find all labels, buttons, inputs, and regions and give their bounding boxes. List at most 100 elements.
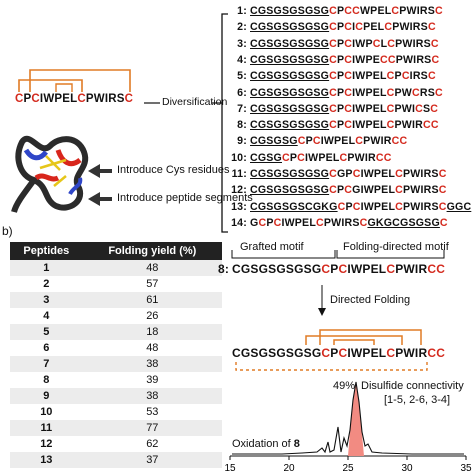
variant-row: 7:CGSGSGSGSGCPCIWPELCPWICSC <box>230 101 438 117</box>
yield-cell: 48 <box>82 340 222 356</box>
variant-segment: PW <box>394 86 412 99</box>
variant-segment: C <box>329 168 337 180</box>
variant-segment: C <box>395 168 403 180</box>
variant-segment: C <box>439 216 448 229</box>
variant-number: 9: <box>237 135 247 148</box>
variant-segment: C <box>352 168 361 180</box>
folded-sequence: CGSGSGSGSGCPCIWPELCPWIRCC <box>232 346 445 360</box>
peptide8-segment: C <box>427 262 437 276</box>
variant-segment: C <box>297 151 305 164</box>
variant-segment: P <box>336 53 345 66</box>
variant-segment: C <box>316 216 324 229</box>
variant-segment: C <box>359 216 368 229</box>
template-residue: P <box>54 93 63 105</box>
template-residue: R <box>108 93 117 105</box>
variant-segment: C <box>297 135 306 148</box>
peptide8-sequence: CGSGSGSGSGCPCIWPELCPWIRCC <box>232 262 445 276</box>
variant-segment: PWIR <box>394 119 423 132</box>
folded-segment: C <box>338 346 348 360</box>
variant-segment: IRS <box>409 70 428 83</box>
variant-segment: IWPEL <box>352 102 387 115</box>
variant-segment: C <box>384 21 393 34</box>
peptide8-segment: P <box>330 262 339 276</box>
x-tick-label: 15 <box>224 463 236 474</box>
variant-segment: PWIRS <box>402 200 439 213</box>
variant-segment: C <box>395 200 403 213</box>
variant-segment: I <box>352 21 356 34</box>
peptide8-segment: IWPEL <box>347 262 387 276</box>
variant-segment: CGSGSGSGSG <box>250 5 330 17</box>
variant-number: 7: <box>237 102 247 115</box>
variant-segment: CGSGSGSGSG <box>250 86 330 99</box>
peptide8-segment: C <box>436 262 446 276</box>
variant-segment: C <box>434 5 443 17</box>
variant-segment: C <box>430 37 439 50</box>
template-residue: W <box>43 93 55 105</box>
variant-number: 1: <box>237 5 247 17</box>
yield-cell: 38 <box>82 388 222 404</box>
variant-segment: P <box>336 37 345 50</box>
variant-segment: PWIRS <box>392 21 428 34</box>
variant-row: 2:CGSGSGSGSGCPCICPELCPWIRSC <box>230 19 436 35</box>
variant-number: 3: <box>237 37 247 50</box>
variant-segment: C <box>329 119 337 132</box>
variant-segment: C <box>391 135 400 148</box>
variant-segment: C <box>355 135 364 148</box>
peptide-cell: 5 <box>10 324 83 340</box>
peptide-cell: 9 <box>10 388 83 404</box>
folded-segment: C <box>321 346 331 360</box>
variant-segment: IWPEL <box>352 70 387 83</box>
directed-folding-label: Directed Folding <box>330 294 411 306</box>
variant-segment: C <box>344 5 353 17</box>
variant-segment: C <box>312 135 321 148</box>
variant-segment: L <box>380 37 388 50</box>
template-bracket-graphic <box>11 13 228 233</box>
variant-segment: P <box>336 70 345 83</box>
variant-segment: C <box>329 70 337 83</box>
variant-segment: C <box>344 102 353 115</box>
yield-cell: 26 <box>82 308 222 324</box>
variant-segment: C <box>386 86 395 99</box>
variant-row: 12:CGSGSGSGSGCPCGIWPELCPWIRSC <box>230 182 447 198</box>
folded-segment: IWPEL <box>347 346 387 360</box>
variant-segment: IWPEL <box>352 119 387 132</box>
folded-peptide-icon <box>11 135 89 213</box>
template-residue: S <box>116 93 125 105</box>
variant-row: 10:CGSGCPCIWPELCPWIRCC <box>230 150 392 166</box>
variant-row: 9:CGSGSGCPCIWPELCPWIRCC <box>230 133 407 149</box>
variant-segment: CGSGSGS <box>250 200 305 213</box>
grafted-motif-label: Grafted motif <box>240 241 304 253</box>
variant-number: 10: <box>231 151 247 164</box>
variant-row: 6:CGSGSGSGSGCPCIWPELCPWCRSC <box>230 85 443 101</box>
variant-segment: C <box>427 70 436 83</box>
variant-segment: PWIRS <box>399 5 435 17</box>
yield-cell: 48 <box>82 260 222 276</box>
folded-segment: C <box>427 346 437 360</box>
variant-segment: CGSGSGSGSG <box>250 53 330 66</box>
variant-segment: CGSGSGSGSG <box>250 21 330 34</box>
variant-segment: C <box>355 21 364 34</box>
variant-segment: C <box>387 53 396 66</box>
variant-segment: C <box>344 53 353 66</box>
variant-segment: IWPEL <box>281 216 316 229</box>
variant-segment: P <box>336 184 345 197</box>
peptide-cell: 3 <box>10 292 83 308</box>
variant-segment: C <box>344 86 353 99</box>
template-residue: P <box>23 93 32 105</box>
variant-segment: C <box>329 102 337 115</box>
peptide8-segment: C <box>321 262 331 276</box>
variant-segment: C <box>344 37 353 50</box>
peptide8-segment: C <box>338 262 348 276</box>
variant-number: 4: <box>237 53 247 66</box>
variant-row: 11:CGSGSGSGSGCGPCIWPELCPWIRSC <box>230 166 447 182</box>
x-tick-label: 20 <box>283 463 295 474</box>
yield-cell: 77 <box>82 420 222 436</box>
variant-segment: RS <box>419 86 435 99</box>
variant-row: 4:CGSGSGSGSGCPCIWPECCPWIRSC <box>230 52 439 68</box>
variant-segment: PEL <box>363 21 385 34</box>
arrow-icon-segments <box>88 192 112 206</box>
